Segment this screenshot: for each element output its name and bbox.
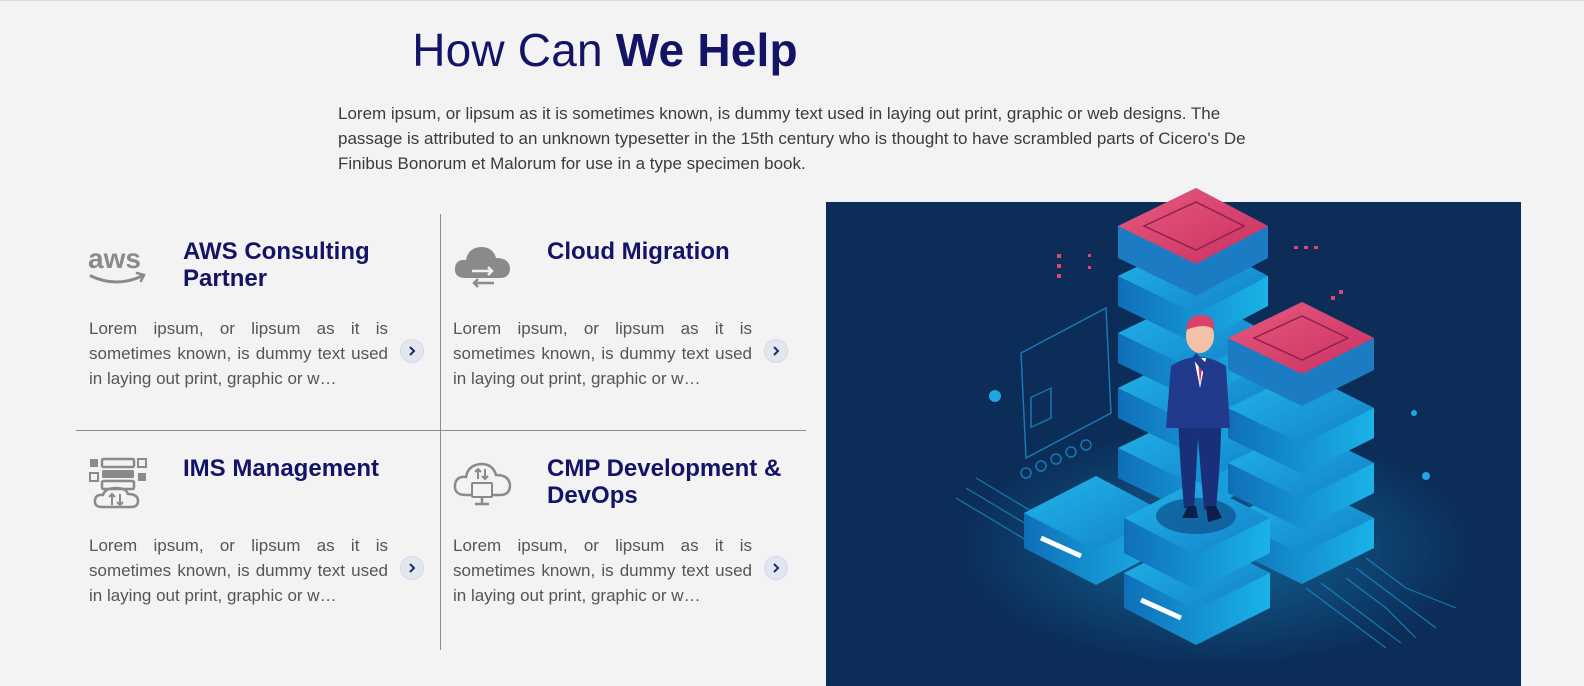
chevron-right-icon <box>409 563 416 573</box>
aws-logo-icon: aws <box>88 234 150 296</box>
chevron-right-icon <box>773 563 780 573</box>
service-card-cmp-devops: CMP Development & DevOps Lorem ipsum, or… <box>440 431 806 647</box>
service-card-cloud-migration: Cloud Migration Lorem ipsum, or lipsum a… <box>440 214 806 430</box>
service-description: Lorem ipsum, or lipsum as it is sometime… <box>453 319 752 388</box>
read-more-button[interactable] <box>400 339 424 363</box>
service-card-ims: IMS Management Lorem ipsum, or lipsum as… <box>76 431 442 647</box>
read-more-button[interactable] <box>764 556 788 580</box>
section-heading: How Can We Help <box>0 23 1210 77</box>
read-more-button[interactable] <box>400 556 424 580</box>
service-description: Lorem ipsum, or lipsum as it is sometime… <box>453 536 752 605</box>
cloud-migration-icon <box>452 234 514 296</box>
chevron-right-icon <box>773 346 780 356</box>
service-title: Cloud Migration <box>547 238 730 265</box>
cloud-devops-icon <box>452 451 514 513</box>
data-center-illustration <box>826 188 1521 686</box>
service-title: CMP Development & DevOps <box>547 455 782 509</box>
heading-bold: We Help <box>615 24 798 76</box>
service-title: AWS Consulting Partner <box>183 238 370 292</box>
grid-vertical-divider <box>440 214 441 650</box>
heading-light: How Can <box>412 24 616 76</box>
service-title: IMS Management <box>183 455 380 482</box>
ims-server-icon <box>88 451 150 513</box>
chevron-right-icon <box>409 346 416 356</box>
service-description: Lorem ipsum, or lipsum as it is sometime… <box>89 536 388 605</box>
svg-text:aws: aws <box>88 243 141 274</box>
intro-paragraph: Lorem ipsum, or lipsum as it is sometime… <box>338 104 1246 173</box>
read-more-button[interactable] <box>764 339 788 363</box>
service-description: Lorem ipsum, or lipsum as it is sometime… <box>89 319 388 388</box>
grid-horizontal-divider <box>76 430 806 431</box>
service-card-aws: aws AWS Consulting Partner Lorem ipsum, … <box>76 214 442 430</box>
businessman-figure <box>1166 314 1230 522</box>
server-stack-illustration <box>826 188 1521 686</box>
services-grid: aws AWS Consulting Partner Lorem ipsum, … <box>76 214 806 650</box>
